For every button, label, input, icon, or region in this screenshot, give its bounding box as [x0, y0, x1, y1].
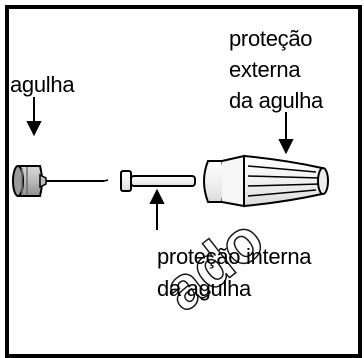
- outer-cap-pointer-arrow: [278, 112, 294, 155]
- outer-cap-label-line-3: da agulha: [229, 88, 323, 113]
- inner-cap-label-line-1: proteção interna: [157, 244, 312, 269]
- inner-cap-pointer-arrow: [149, 188, 165, 230]
- inner-cap: [120, 170, 196, 192]
- inner-cap-label-line-2: da agulha: [157, 276, 251, 301]
- outer-cap: [203, 154, 329, 208]
- outer-cap-label-line-2: externa: [229, 57, 301, 82]
- needle-pointer-arrow: [26, 97, 42, 137]
- outer-cap-label-line-1: proteção: [229, 26, 313, 51]
- needle-hub: [12, 165, 47, 197]
- needle-shaft: [46, 179, 109, 182]
- needle-label: agulha: [10, 72, 75, 97]
